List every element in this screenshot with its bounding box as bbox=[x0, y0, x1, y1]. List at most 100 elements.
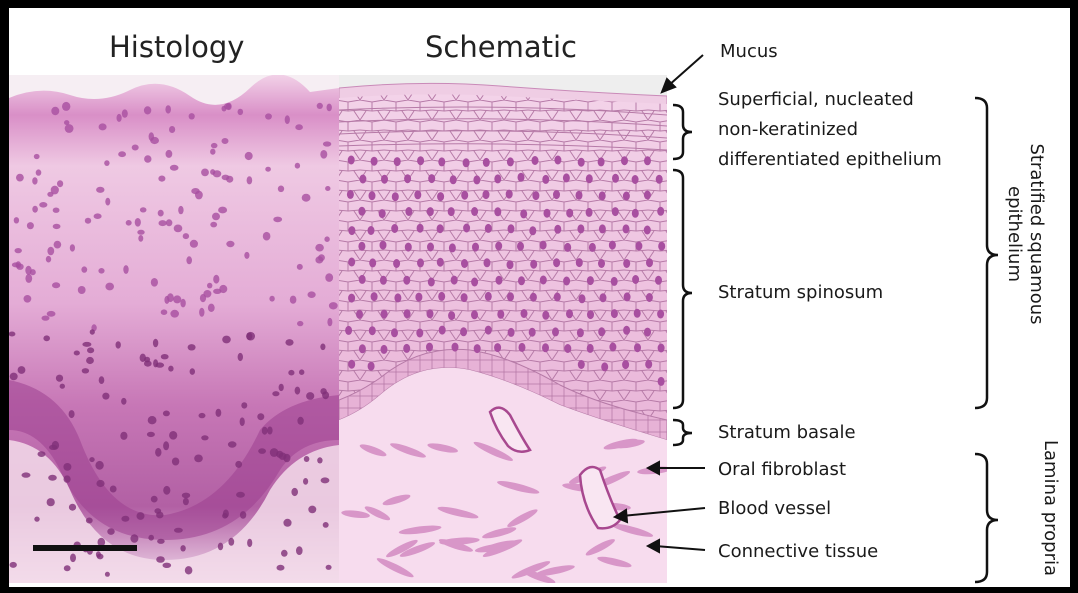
histology-nucleus bbox=[190, 368, 195, 375]
schematic-image bbox=[339, 75, 672, 586]
histology-nucleus bbox=[326, 565, 332, 570]
schematic-nucleus bbox=[461, 259, 468, 268]
histology-nucleus bbox=[265, 113, 272, 119]
histology-nucleus bbox=[64, 120, 69, 125]
schematic-nucleus bbox=[381, 175, 388, 184]
schematic-nucleus bbox=[494, 174, 501, 183]
histology-nucleus bbox=[82, 368, 89, 373]
schematic-nucleus bbox=[394, 157, 401, 166]
schematic-nucleus bbox=[529, 328, 536, 337]
histology-nucleus bbox=[104, 160, 109, 166]
histology-nucleus bbox=[210, 169, 215, 175]
histology-nucleus bbox=[99, 376, 105, 384]
histology-nucleus bbox=[291, 488, 298, 496]
schematic-nucleus bbox=[530, 293, 537, 302]
histology-nucleus bbox=[53, 224, 61, 229]
histology-nucleus bbox=[278, 186, 284, 193]
histology-nucleus bbox=[78, 286, 86, 294]
histology-nucleus bbox=[216, 409, 222, 417]
schematic-nucleus bbox=[358, 207, 365, 216]
blood-vessel-label: Blood vessel bbox=[718, 497, 831, 521]
schematic-nucleus bbox=[508, 224, 515, 233]
schematic-nucleus bbox=[634, 343, 641, 352]
schematic-nucleus bbox=[428, 174, 435, 183]
histology-nucleus bbox=[47, 498, 55, 506]
histology-nucleus bbox=[246, 332, 255, 341]
schematic-nucleus bbox=[507, 260, 514, 269]
superficial-label-line3: differentiated epithelium bbox=[718, 148, 942, 172]
schematic-nucleus bbox=[576, 258, 583, 267]
histology-nucleus bbox=[211, 143, 218, 148]
histology-nucleus bbox=[70, 244, 75, 251]
histology-nucleus bbox=[324, 236, 329, 242]
histology-nucleus bbox=[297, 417, 303, 425]
schematic-nucleus bbox=[644, 328, 651, 337]
histology-nucleus bbox=[97, 554, 104, 560]
histology-nucleus bbox=[165, 105, 171, 113]
histology-nucleus bbox=[51, 186, 59, 195]
schematic-nucleus bbox=[448, 311, 455, 320]
schematic-nucleus bbox=[623, 326, 630, 335]
histology-nucleus bbox=[203, 290, 211, 298]
histology-nucleus bbox=[86, 357, 94, 364]
schematic-nucleus bbox=[438, 157, 445, 166]
schematic-nucleus bbox=[508, 328, 515, 337]
schematic-nucleus bbox=[612, 207, 619, 216]
histology-nucleus bbox=[323, 522, 329, 528]
schematic-nucleus bbox=[437, 192, 444, 201]
histology-nucleus bbox=[279, 384, 284, 391]
schematic-nucleus bbox=[611, 309, 618, 318]
histology-nucleus bbox=[170, 310, 179, 318]
schematic-nucleus bbox=[621, 156, 628, 165]
histology-nucleus bbox=[303, 478, 308, 485]
schematic-nucleus bbox=[657, 310, 664, 319]
histology-nucleus bbox=[105, 198, 110, 206]
schematic-nucleus bbox=[578, 158, 585, 167]
histology-nucleus bbox=[258, 448, 266, 454]
histology-nucleus bbox=[238, 109, 244, 115]
schematic-nucleus bbox=[348, 226, 355, 235]
schematic-nucleus bbox=[579, 294, 586, 303]
histology-nucleus bbox=[154, 508, 161, 513]
schematic-nucleus bbox=[658, 242, 665, 251]
histology-nucleus bbox=[195, 191, 203, 200]
schematic-nucleus bbox=[347, 190, 354, 199]
histology-nucleus bbox=[36, 169, 42, 175]
schematic-nucleus bbox=[483, 158, 490, 167]
histology-nucleus bbox=[163, 441, 169, 450]
histology-nucleus bbox=[325, 273, 333, 282]
bracket-lamina-propria bbox=[975, 454, 998, 582]
histology-nucleus bbox=[157, 539, 165, 544]
schematic-nucleus bbox=[635, 242, 642, 251]
histology-nucleus bbox=[283, 519, 291, 527]
schematic-nucleus bbox=[632, 209, 639, 218]
schematic-nucleus bbox=[520, 209, 527, 218]
histology-nucleus bbox=[288, 370, 294, 376]
histology-nucleus bbox=[121, 398, 126, 405]
schematic-nucleus bbox=[463, 224, 470, 233]
schematic-nucleus bbox=[542, 343, 549, 352]
histology-nucleus bbox=[47, 311, 56, 317]
histology-nucleus bbox=[169, 126, 175, 133]
schematic-nucleus bbox=[427, 207, 434, 216]
histology-nucleus bbox=[132, 145, 139, 151]
histology-nucleus bbox=[15, 261, 21, 268]
schematic-nucleus bbox=[632, 175, 639, 184]
histology-nucleus bbox=[121, 516, 129, 522]
schematic-nucleus bbox=[359, 275, 366, 284]
histology-nucleus bbox=[308, 291, 316, 298]
histology-nucleus bbox=[24, 295, 32, 303]
schematic-nucleus bbox=[484, 258, 491, 267]
histology-nucleus bbox=[323, 141, 331, 146]
schematic-nucleus bbox=[587, 344, 594, 353]
schematic-nucleus bbox=[426, 343, 433, 352]
schematic-nucleus bbox=[587, 310, 594, 319]
mucus-label: Mucus bbox=[720, 40, 778, 64]
histology-nucleus bbox=[144, 155, 151, 163]
histology-nucleus bbox=[144, 106, 151, 114]
schematic-nucleus bbox=[427, 243, 434, 252]
schematic-nucleus bbox=[368, 362, 375, 371]
histology-nucleus bbox=[140, 354, 146, 362]
histology-nucleus bbox=[183, 498, 189, 505]
